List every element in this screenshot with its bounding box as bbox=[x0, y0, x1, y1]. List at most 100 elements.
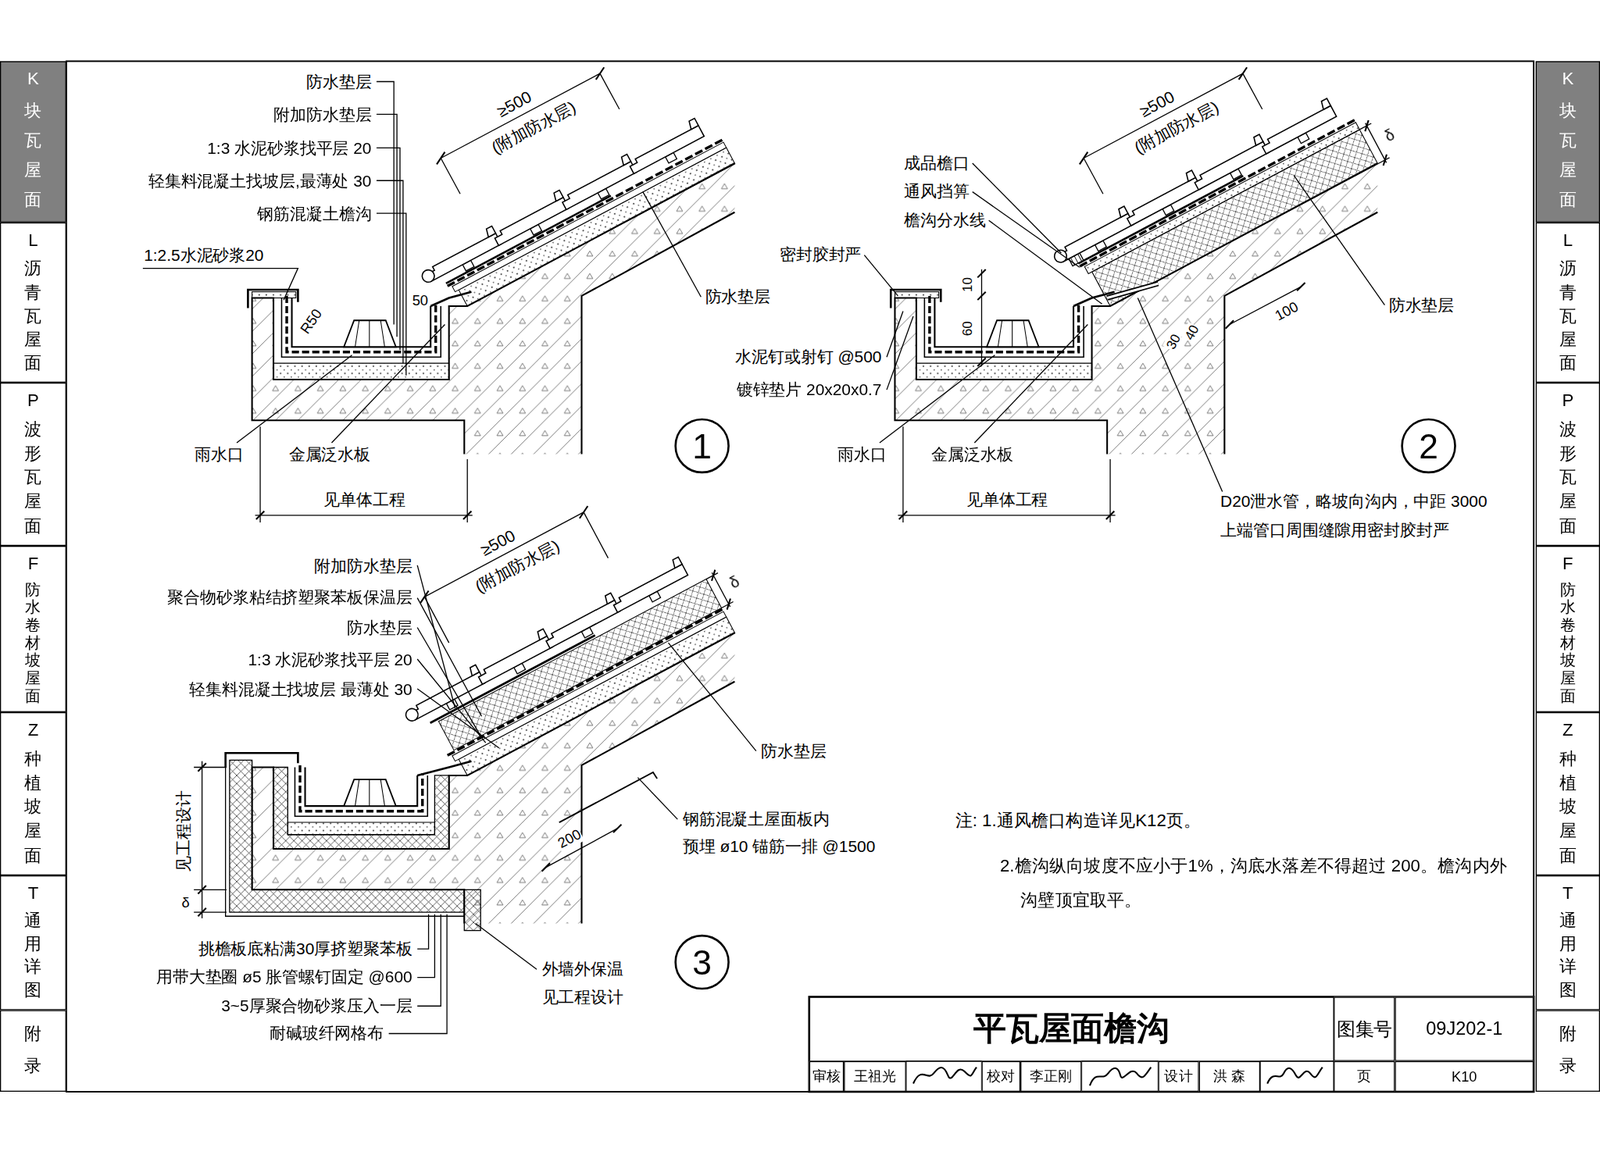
chapter-name: 防水卷材坡屋面 bbox=[25, 581, 41, 705]
chapter-tab-current: K块瓦屋面 bbox=[1535, 60, 1600, 222]
gutter-lining bbox=[300, 765, 423, 812]
node-text: 校对 bbox=[986, 1067, 1016, 1087]
node-text: 3 bbox=[692, 942, 712, 983]
leader-lines bbox=[376, 213, 407, 376]
dimension-lines bbox=[1079, 67, 1247, 165]
chapter-name: 附录 bbox=[24, 1020, 42, 1083]
node-text: 图集号 bbox=[1336, 1017, 1393, 1042]
chapter-tab: T通用详图 bbox=[1535, 875, 1600, 1011]
chapter-tab: F防水卷材坡屋面 bbox=[1535, 546, 1600, 713]
title-block-cell: 校对 bbox=[981, 1061, 1021, 1093]
annotation-label: 防水垫层 bbox=[305, 72, 373, 93]
sheet-frame bbox=[1267, 1067, 1323, 1085]
node-text: 09J202-1 bbox=[1425, 1018, 1503, 1040]
dimension-lines bbox=[440, 73, 600, 158]
roof-layers bbox=[607, 557, 688, 613]
title-block-cell: 设计 bbox=[1157, 1061, 1199, 1093]
dimension-lines bbox=[436, 67, 604, 165]
chapter-letter: F bbox=[1562, 553, 1574, 575]
leader-lines bbox=[417, 914, 441, 1008]
annotation-label: 防水垫层 bbox=[346, 618, 414, 639]
sheet-frame bbox=[66, 60, 1534, 1093]
chapter-name: 沥青瓦屋面 bbox=[24, 257, 42, 375]
annotation-label: 附加防水垫层 bbox=[313, 556, 414, 576]
dimension-lines bbox=[600, 73, 620, 110]
chapter-tab: P 波形瓦屋面 bbox=[1535, 382, 1600, 547]
detail-2 bbox=[894, 163, 1378, 454]
chapter-name: 块瓦屋面 bbox=[24, 96, 42, 215]
dimension-lines bbox=[902, 426, 904, 523]
roof-layers bbox=[1079, 120, 1355, 267]
gutter-lining bbox=[343, 779, 397, 807]
dimension-lines bbox=[255, 67, 620, 523]
dimension-lines bbox=[440, 158, 461, 195]
annotation-label: 耐碱玻纤网格布 bbox=[268, 1023, 386, 1043]
annotation-label: δ bbox=[1380, 125, 1399, 147]
title-block-cell: K10 bbox=[1394, 1061, 1534, 1093]
annotation-label: D20泄水管，略坡向沟内，中距 3000 bbox=[1219, 492, 1489, 512]
title-block-cell: 李正刚 bbox=[1020, 1061, 1082, 1093]
leader-lines bbox=[864, 163, 1385, 493]
chapter-letter: Z bbox=[28, 720, 40, 742]
annotation-label: 防水垫层 bbox=[1387, 296, 1455, 316]
dimension-lines bbox=[256, 511, 472, 520]
roof-layers bbox=[1256, 98, 1336, 154]
chapter-name: 种植坡屋面 bbox=[24, 747, 42, 868]
node-text: K10 bbox=[1451, 1068, 1478, 1086]
annotation-label: 成品檐口 bbox=[903, 153, 971, 173]
leader-lines bbox=[376, 180, 404, 364]
detail-1 bbox=[252, 163, 736, 454]
dimension-lines bbox=[899, 511, 1115, 520]
roof-layers bbox=[1078, 175, 1243, 264]
annotation-label: 2.檐沟纵向坡度不应小于1%，沟底水落差不得超过 200。檐沟内外沟壁顶宜取平。 bbox=[1000, 849, 1522, 919]
leader-lines bbox=[475, 923, 537, 970]
roof-layers bbox=[1084, 122, 1360, 275]
annotation-label: 见单体工程 bbox=[322, 490, 407, 511]
sheet-frame bbox=[809, 996, 1534, 1093]
annotation-label: ≥500 bbox=[1135, 86, 1179, 122]
leader-lines bbox=[972, 163, 1062, 254]
dimension-lines bbox=[193, 911, 227, 913]
sheet-frame bbox=[906, 1061, 983, 1093]
annotation-label: 100 bbox=[1271, 297, 1303, 325]
annotation-label: 镀锌垫片 20x20x0.7 bbox=[735, 379, 883, 400]
chapter-name: 通用详图 bbox=[1559, 910, 1577, 1004]
detail-1 bbox=[247, 289, 472, 380]
chapter-letter: F bbox=[28, 553, 40, 575]
chapter-letter: P bbox=[1561, 390, 1574, 412]
annotation-label: 见单体工程 bbox=[965, 490, 1050, 511]
node-text: 王祖光 bbox=[853, 1067, 897, 1087]
leader-lines bbox=[417, 689, 499, 749]
gutter-lining bbox=[229, 760, 465, 913]
detail-number-circle: 1 bbox=[674, 418, 730, 475]
dimension-lines bbox=[1242, 73, 1263, 110]
roof-layers bbox=[458, 147, 736, 307]
annotation-label: 预埋 ø10 锚筋一排 @1500 bbox=[681, 836, 876, 857]
chapter-name: 种植坡屋面 bbox=[1559, 747, 1577, 868]
chapter-letter: P bbox=[27, 390, 40, 412]
chapter-name: 波形瓦屋面 bbox=[24, 417, 42, 539]
roof-layers bbox=[430, 635, 596, 724]
chapter-letter: Z bbox=[1562, 720, 1574, 742]
chapter-tab: P 波形瓦屋面 bbox=[0, 382, 67, 547]
leader-lines bbox=[236, 355, 353, 443]
leader-lines bbox=[376, 82, 394, 325]
leader-lines bbox=[1137, 298, 1222, 493]
annotation-label: 附加防水垫层 bbox=[272, 105, 373, 125]
leader-lines bbox=[331, 324, 445, 443]
annotation-label: 用带大垫圈 ø5 胀管螺钉固定 @600 bbox=[155, 967, 414, 988]
annotation-label: 雨水口 bbox=[193, 445, 245, 465]
leader-lines bbox=[886, 316, 914, 390]
chapter-letter: K bbox=[1561, 69, 1574, 91]
leader-lines bbox=[142, 268, 299, 301]
roof-layers bbox=[447, 139, 723, 286]
annotation-label: 水泥钉或射钉 @500 bbox=[734, 346, 883, 367]
roof-layers bbox=[400, 544, 747, 789]
roof-layers bbox=[447, 609, 723, 756]
annotation-label: 外墙外保温 bbox=[540, 959, 625, 979]
chapter-name: 波形瓦屋面 bbox=[1559, 417, 1577, 539]
roof-layers bbox=[489, 189, 569, 246]
detail-number-circle: 3 bbox=[674, 935, 730, 991]
title-block-cell: 洪 森 bbox=[1199, 1061, 1261, 1093]
chapter-name: 附录 bbox=[1559, 1020, 1577, 1083]
